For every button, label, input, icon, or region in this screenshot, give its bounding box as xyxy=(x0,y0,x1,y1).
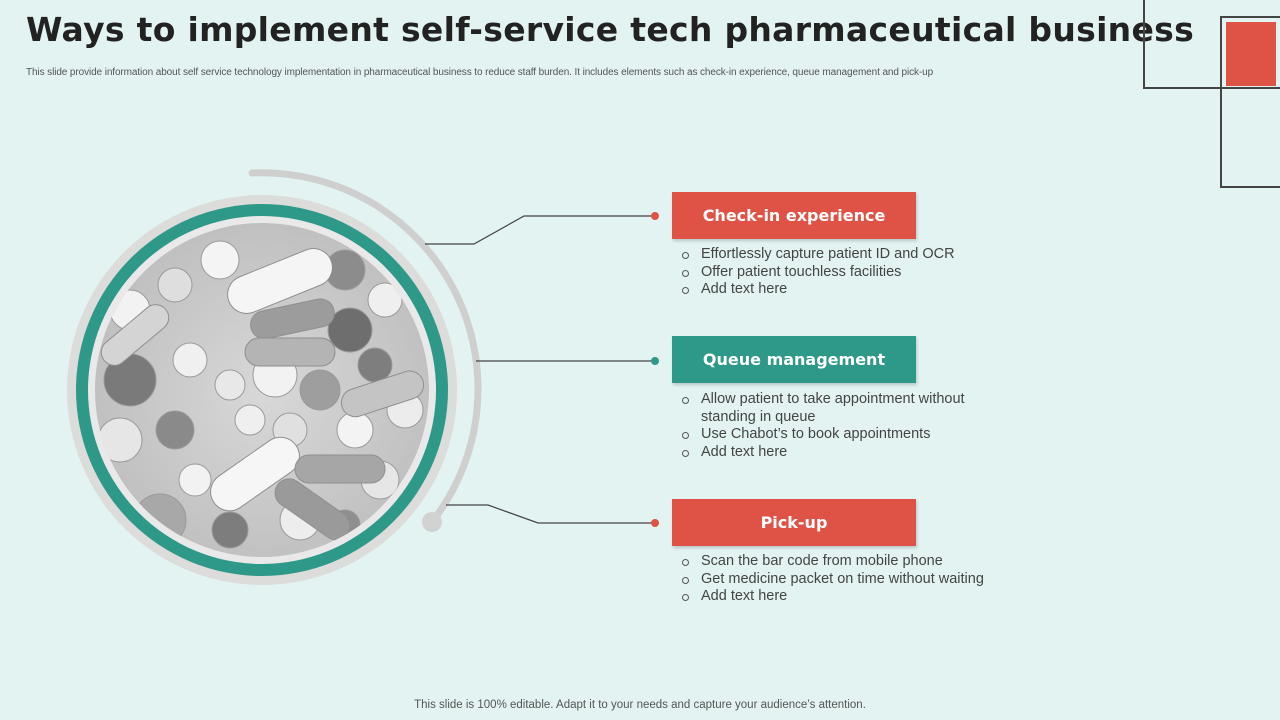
outer-arc xyxy=(248,169,482,526)
corner-outline-decoration xyxy=(1220,16,1280,188)
list-item: Offer patient touchless facilities xyxy=(682,264,955,282)
slide-title: Ways to implement self-service tech phar… xyxy=(26,10,1195,49)
list-item: Use Chabot’s to book appointments xyxy=(682,426,982,444)
bullet-circle-icon xyxy=(682,559,689,566)
queue-management-list: Allow patient to take appointment withou… xyxy=(682,391,982,461)
pills-photo xyxy=(95,223,429,557)
connector-line-3 xyxy=(446,504,655,524)
pick-up-heading: Pick-up xyxy=(672,499,916,546)
list-item: Get medicine packet on time without wait… xyxy=(682,571,984,589)
bullet-circle-icon xyxy=(682,432,689,439)
connector-dot-1 xyxy=(651,212,659,220)
corner-red-block-decoration xyxy=(1226,22,1276,86)
list-item: Effortlessly capture patient ID and OCR xyxy=(682,246,955,264)
connector-dot-3 xyxy=(651,519,659,527)
bullet-circle-icon xyxy=(682,594,689,601)
bullet-circle-icon xyxy=(682,576,689,584)
check-in-experience-list: Effortlessly capture patient ID and OCR … xyxy=(682,246,955,299)
queue-management-heading: Queue management xyxy=(672,336,916,383)
list-item: Allow patient to take appointment withou… xyxy=(682,391,982,426)
list-item: Add text here xyxy=(682,588,984,606)
pick-up-list: Scan the bar code from mobile phone Get … xyxy=(682,553,984,606)
bullet-circle-icon xyxy=(682,269,689,277)
slide-footer: This slide is 100% editable. Adapt it to… xyxy=(414,699,866,711)
list-item: Add text here xyxy=(682,281,955,299)
corner-frame-decoration xyxy=(1143,0,1280,89)
bullet-circle-icon xyxy=(682,252,689,259)
bullet-circle-icon xyxy=(682,397,689,404)
bullet-circle-icon xyxy=(682,449,689,457)
arc-end-dot xyxy=(422,512,442,532)
check-in-experience-heading: Check-in experience xyxy=(672,192,916,239)
slide-subtitle: This slide provide information about sel… xyxy=(26,67,934,78)
bullet-circle-icon xyxy=(682,287,689,294)
list-item: Scan the bar code from mobile phone xyxy=(682,553,984,571)
connector-dot-2 xyxy=(651,357,659,365)
list-item: Add text here xyxy=(682,444,982,462)
connector-line-1 xyxy=(425,215,655,245)
